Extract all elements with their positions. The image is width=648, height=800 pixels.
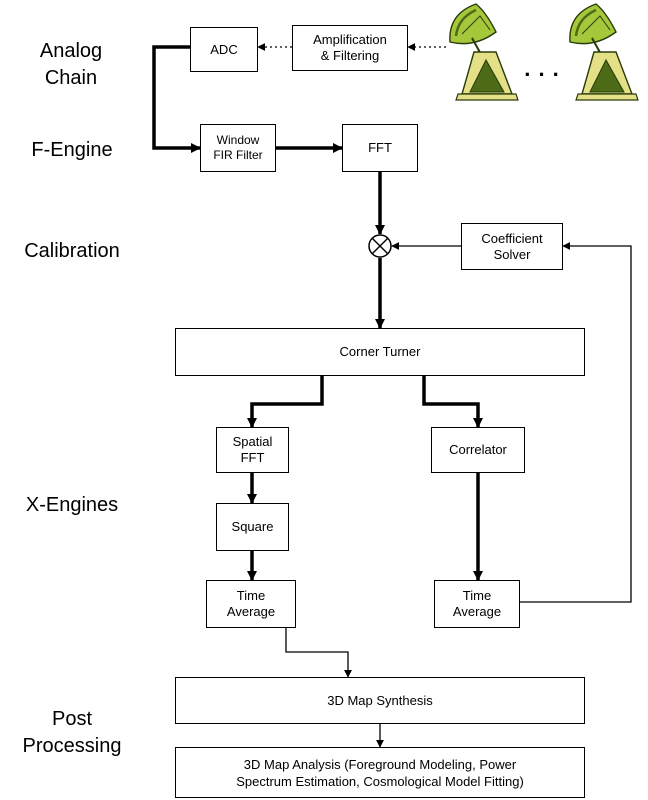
coefficient-solver-block: Coefficient Solver — [461, 223, 563, 270]
stage-label-analog-chain: Analog Chain — [39, 40, 103, 89]
time-average-right-block: Time Average — [434, 580, 520, 628]
stage-label-x-engines: X-Engines — [25, 494, 119, 516]
antenna-ellipsis: . . . — [524, 56, 560, 81]
arrow-corner-turner-to-correlator — [422, 376, 483, 428]
window-fir-filter-block: Window FIR Filter — [200, 124, 276, 172]
correlator-block: Correlator — [431, 427, 525, 473]
satellite-dish-icon — [569, 3, 639, 101]
spatial-fft-block: Spatial FFT — [216, 427, 289, 473]
stage-label-calibration: Calibration — [24, 240, 120, 262]
multiplier-icon — [368, 234, 392, 258]
stage-label-f-engine: F-Engine — [31, 139, 113, 161]
map-synthesis-block: 3D Map Synthesis — [175, 677, 585, 724]
map-analysis-block: 3D Map Analysis (Foreground Modeling, Po… — [175, 747, 585, 798]
stage-label-post-processing: Post Processing — [22, 708, 122, 757]
arrow-time-average-to-map-synthesis — [285, 628, 352, 678]
arrow-feedback-to-coefficient-solver — [520, 242, 632, 603]
square-block: Square — [216, 503, 289, 551]
arrow-corner-turner-to-spatial-fft — [247, 376, 324, 428]
corner-turner-block: Corner Turner — [175, 328, 585, 376]
time-average-left-block: Time Average — [206, 580, 296, 628]
amplification-filtering-block: Amplification & Filtering — [292, 25, 408, 71]
fft-block: FFT — [342, 124, 418, 172]
satellite-dish-icon — [449, 3, 519, 101]
arrow-adc-to-window-fir — [152, 45, 201, 153]
adc-block: ADC — [190, 27, 258, 72]
